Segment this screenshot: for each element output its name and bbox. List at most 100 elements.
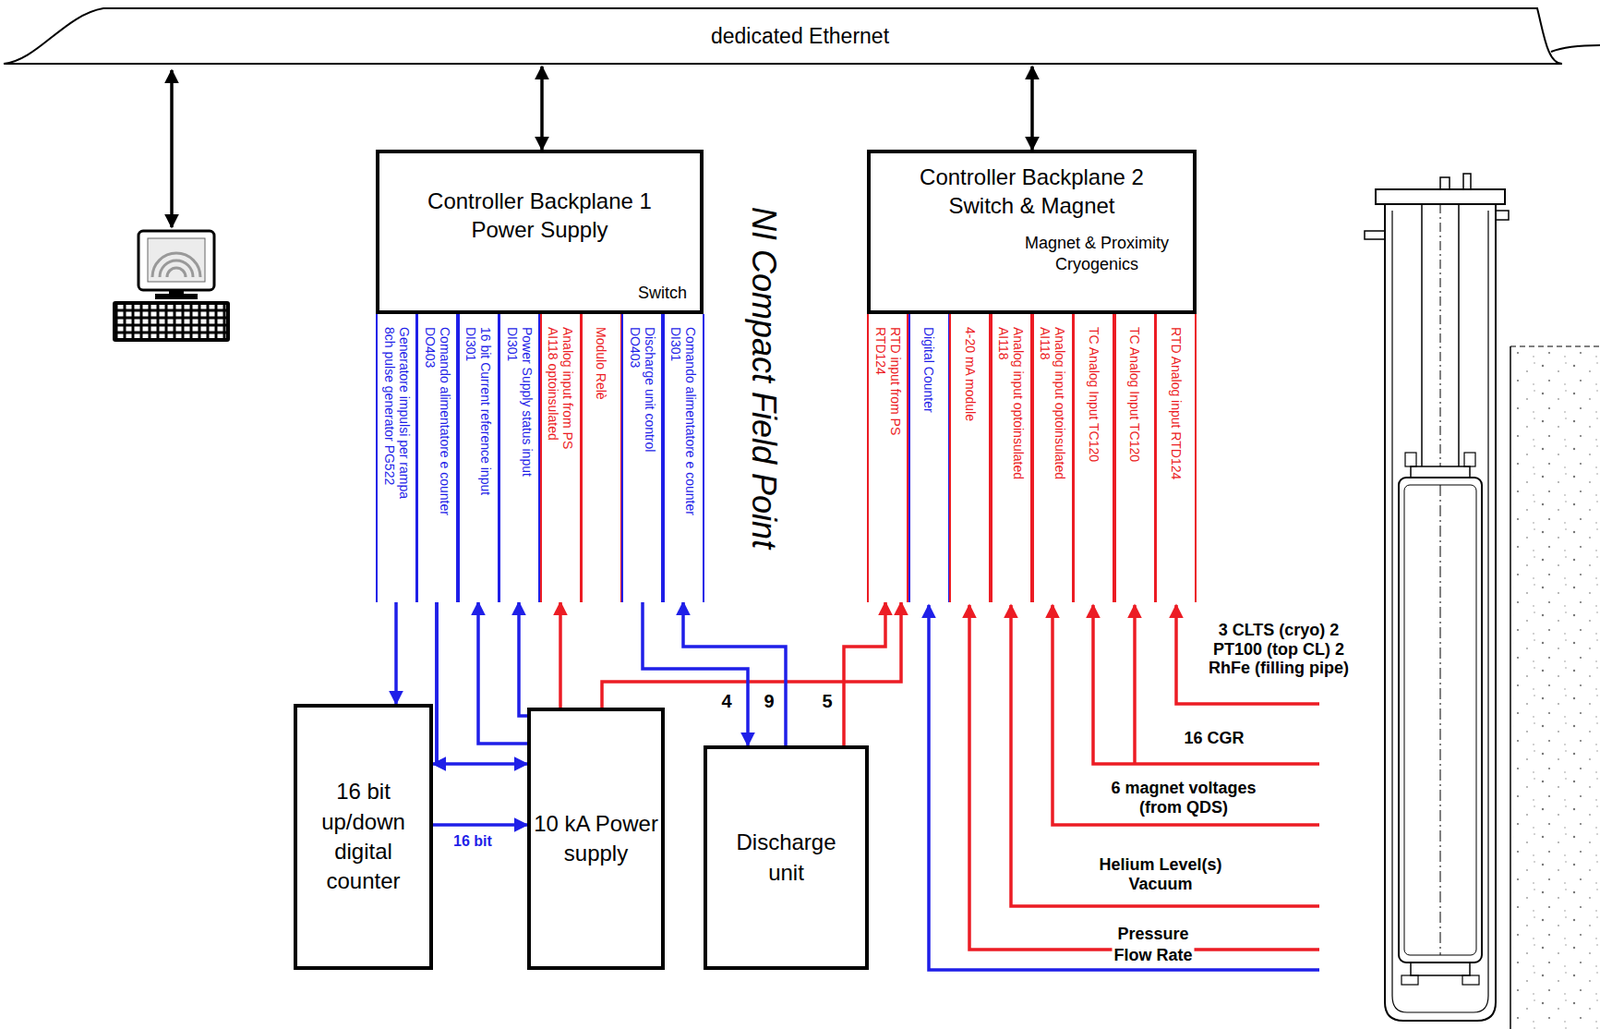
computer-icon [116,304,227,338]
module-label: RTD Analog input RTD124 [1168,326,1184,480]
cryostat-drawing [1405,452,1417,467]
connector-arrow [394,601,398,704]
module-label: Analog input optoinsulated AI118 [1037,326,1068,501]
ground-section [1509,346,1512,1029]
module-label: Modulo Relè [593,326,609,400]
connector-arrow [540,66,544,150]
box-label: Discharge unit [721,827,852,888]
computer-icon [155,293,198,300]
connector-arrow [518,601,528,716]
signal-label: Helium Level(s) Vacuum [1078,854,1244,893]
controller-label: Magnet & Proximity Cryogenics [1004,232,1190,277]
signal-label: Pressure [1115,924,1191,944]
io-module: Analog input optoinsulated AI118 [1032,313,1074,602]
system-title: NI Compact Field Point [743,183,784,572]
signal-label: 16 CGR [1181,728,1246,748]
signal-label: 3 CLTS (cryo) 2 PT100 (top CL) 2 RhFe (f… [1182,620,1376,678]
io-module: TC Analog Input TC120 [1114,313,1156,602]
controller-box: Controller Backplane 2 Switch & MagnetMa… [866,149,1197,314]
io-module: Comando alimentatore e counter DO403 [416,313,458,602]
io-module: TC Analog Input TC120 [1072,313,1115,602]
wire-label: 4 [719,690,734,712]
module-label: Generatore impulsi per rampa 8ch pulse g… [381,326,411,514]
connector-arrow [601,601,902,708]
module-label: TC Analog Input TC120 [1127,326,1143,462]
io-module: RTD input from PS RTD124 [866,313,909,602]
connector-arrow [433,822,528,827]
signal-label: Flow Rate [1111,945,1194,965]
connector-arrow [843,601,886,746]
cryostat-drawing [1384,204,1496,1021]
connector-arrow [558,601,563,708]
module-label: Comando alimentatore e counter DO403 [422,326,453,540]
module-label: TC Analog Input TC120 [1086,326,1102,462]
controller-box: Controller Backplane 1 Power SupplySwitc… [375,149,704,314]
module-label: 4-20 mA module [962,326,978,422]
network-band: dedicated Ethernet [0,5,1600,67]
io-module: RTD Analog input RTD124 [1154,313,1197,602]
io-module: Analog input from PS AI118 optoinsulated [540,313,582,602]
controller-label: Switch [637,283,687,303]
cryostat-drawing [1464,452,1476,467]
wire-label: 9 [761,690,776,712]
module-label: Power Supply status input DI301 [505,326,535,498]
wire-label: 16 bit [451,832,494,850]
computer-icon [152,252,201,277]
cryostat-drawing [1463,173,1471,190]
ground-section [1510,346,1600,1029]
wire-label: 5 [819,690,834,712]
cryostat-drawing [1398,477,1482,963]
connector-arrow [478,601,528,744]
module-label: 16 bit Current reference input DI301 [463,326,494,517]
ground-section [1512,348,1600,1029]
io-module: Power Supply status input DI301 [498,313,541,602]
cryostat-drawing [1392,210,1489,1012]
module-label: Comando alimentatore e counter DI301 [668,326,698,540]
computer-icon [147,238,205,282]
cryostat-drawing [1404,484,1477,955]
cryostat-drawing [1410,466,1470,478]
cryostat-drawing [1457,204,1460,467]
cryostat-drawing [1462,974,1480,985]
connector-arrow [683,601,786,746]
band-outline [3,8,1563,64]
cryostat-drawing [1401,974,1419,985]
computer-icon [112,300,230,342]
cryostat-drawing [1364,173,1509,1021]
controller-label: Controller Backplane 1 Power Supply [408,186,672,244]
cryostat-drawing [1495,210,1509,220]
cryostat-drawing [1410,962,1470,975]
network-arrow [169,70,174,228]
ground-section [1510,346,1600,348]
device-box: 10 kA Power supply [527,707,665,970]
cryostat-drawing [1420,204,1423,467]
band-outline [1551,45,1600,52]
cryostat-drawing [1440,204,1442,467]
sensor-wires [1132,604,1137,764]
computer-icon [138,230,215,290]
cryostat-drawing [1364,230,1385,240]
signal-label: 6 magnet voltages (from QDS) [1089,778,1278,817]
connector-arrow [436,601,528,764]
box-label: 10 kA Power supply [530,808,662,869]
module-label: Discharge unit control DO403 [627,326,658,475]
io-module: 4-20 mA module [949,313,991,602]
connector-arrow [1030,66,1035,150]
cryostat-drawing [1375,189,1505,205]
box-label: 16 bit up/down digital counter [297,776,430,897]
controller-label: Controller Backplane 2 Switch & Magnet [900,162,1164,220]
io-module: Analog input optoinsulated AI118 [990,313,1033,602]
device-box: 16 bit up/down digital counter [293,703,434,970]
cryostat-drawing [1440,484,1442,955]
io-module: Comando alimentatore e counter DI301 [662,313,705,602]
band-label: dedicated Ethernet [710,24,890,49]
io-module: Modulo Relè [580,313,623,602]
module-label: Analog input optoinsulated AI118 [996,326,1026,501]
module-label: RTD input from PS RTD124 [872,326,903,461]
io-module: Discharge unit control DO403 [621,313,663,602]
device-box: Discharge unit [703,745,869,970]
cryostat-drawing [1440,177,1450,190]
io-module: Generatore impulsi per rampa 8ch pulse g… [375,313,418,602]
io-module: 16 bit Current reference input DI301 [457,313,500,602]
io-module: Digital Counter [908,313,951,602]
